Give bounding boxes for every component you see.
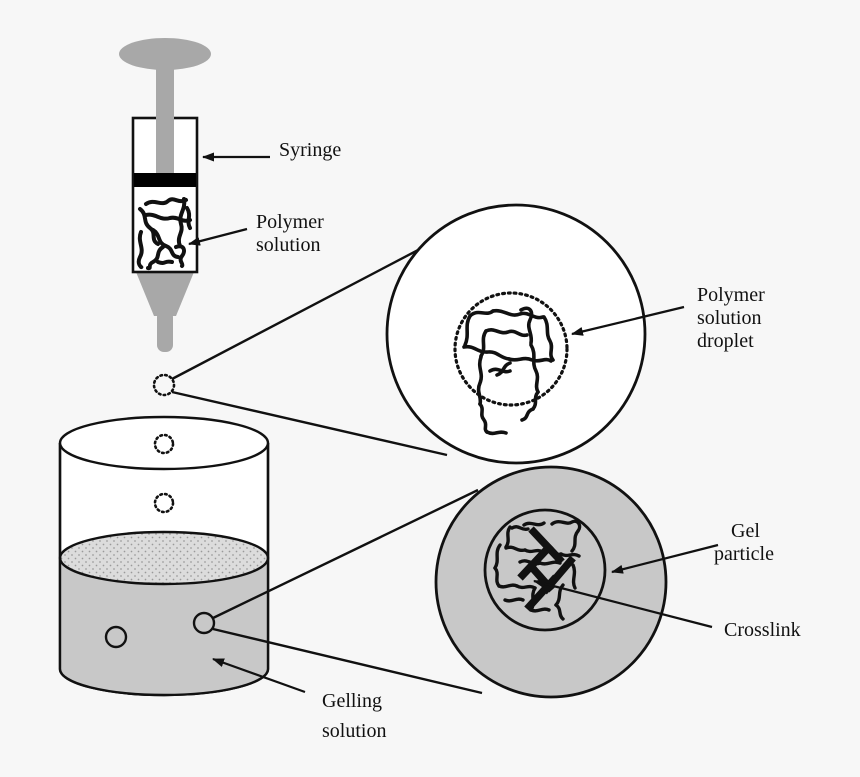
syringe-plunger-seal bbox=[134, 173, 196, 187]
syringe bbox=[119, 38, 211, 352]
label-gel-particle-line1: Gel bbox=[731, 520, 760, 542]
arrow-polymer-solution bbox=[188, 227, 248, 246]
label-droplet-line2: solution bbox=[697, 307, 761, 329]
beaker bbox=[58, 415, 270, 697]
droplet-magnifier-inner-circle bbox=[453, 291, 569, 407]
magnifier-cone-gel bbox=[212, 488, 483, 695]
droplet-magnifier bbox=[385, 203, 647, 465]
syringe-needle bbox=[157, 310, 173, 352]
arrow-crosslink bbox=[533, 579, 713, 629]
label-gelling-line1: Gelling bbox=[322, 690, 382, 712]
beaker-rim bbox=[58, 415, 270, 471]
label-gel-particle-line2: particle bbox=[714, 543, 774, 565]
label-gelling-line2: solution bbox=[322, 720, 386, 742]
suspended-gel-particle-left bbox=[104, 625, 128, 649]
suspended-gel-particle-right bbox=[192, 611, 216, 635]
droplet-polymer-chains bbox=[462, 306, 555, 436]
syringe-polymer-chains bbox=[136, 197, 192, 271]
label-droplet-line1: Polymer bbox=[697, 284, 765, 306]
magnifier-cone-droplet bbox=[171, 236, 448, 457]
gel-magnifier-inner-circle bbox=[483, 508, 607, 632]
beaker-liquid-surface bbox=[58, 530, 270, 586]
arrow-gel-particle bbox=[611, 543, 719, 574]
syringe-plunger-rod bbox=[156, 46, 174, 174]
label-polymer-solution-line1: Polymer bbox=[256, 211, 324, 233]
beaker-bottom-edge bbox=[58, 668, 270, 697]
crosslink-bars bbox=[517, 526, 576, 612]
label-polymer-solution-line2: solution bbox=[256, 234, 320, 256]
callout-arrows bbox=[188, 152, 719, 694]
arrow-gelling-solution bbox=[212, 657, 306, 694]
falling-droplet-lower bbox=[153, 492, 175, 514]
arrow-droplet bbox=[571, 305, 685, 336]
syringe-nozzle bbox=[136, 272, 194, 316]
label-syringe: Syringe bbox=[279, 139, 341, 161]
emerging-droplet bbox=[152, 373, 176, 397]
label-crosslink: Crosslink bbox=[724, 619, 801, 641]
label-droplet-line3: droplet bbox=[697, 330, 754, 352]
gel-magnifier bbox=[434, 465, 668, 699]
falling-droplet-upper bbox=[153, 433, 175, 455]
syringe-plunger-cap bbox=[119, 38, 211, 70]
